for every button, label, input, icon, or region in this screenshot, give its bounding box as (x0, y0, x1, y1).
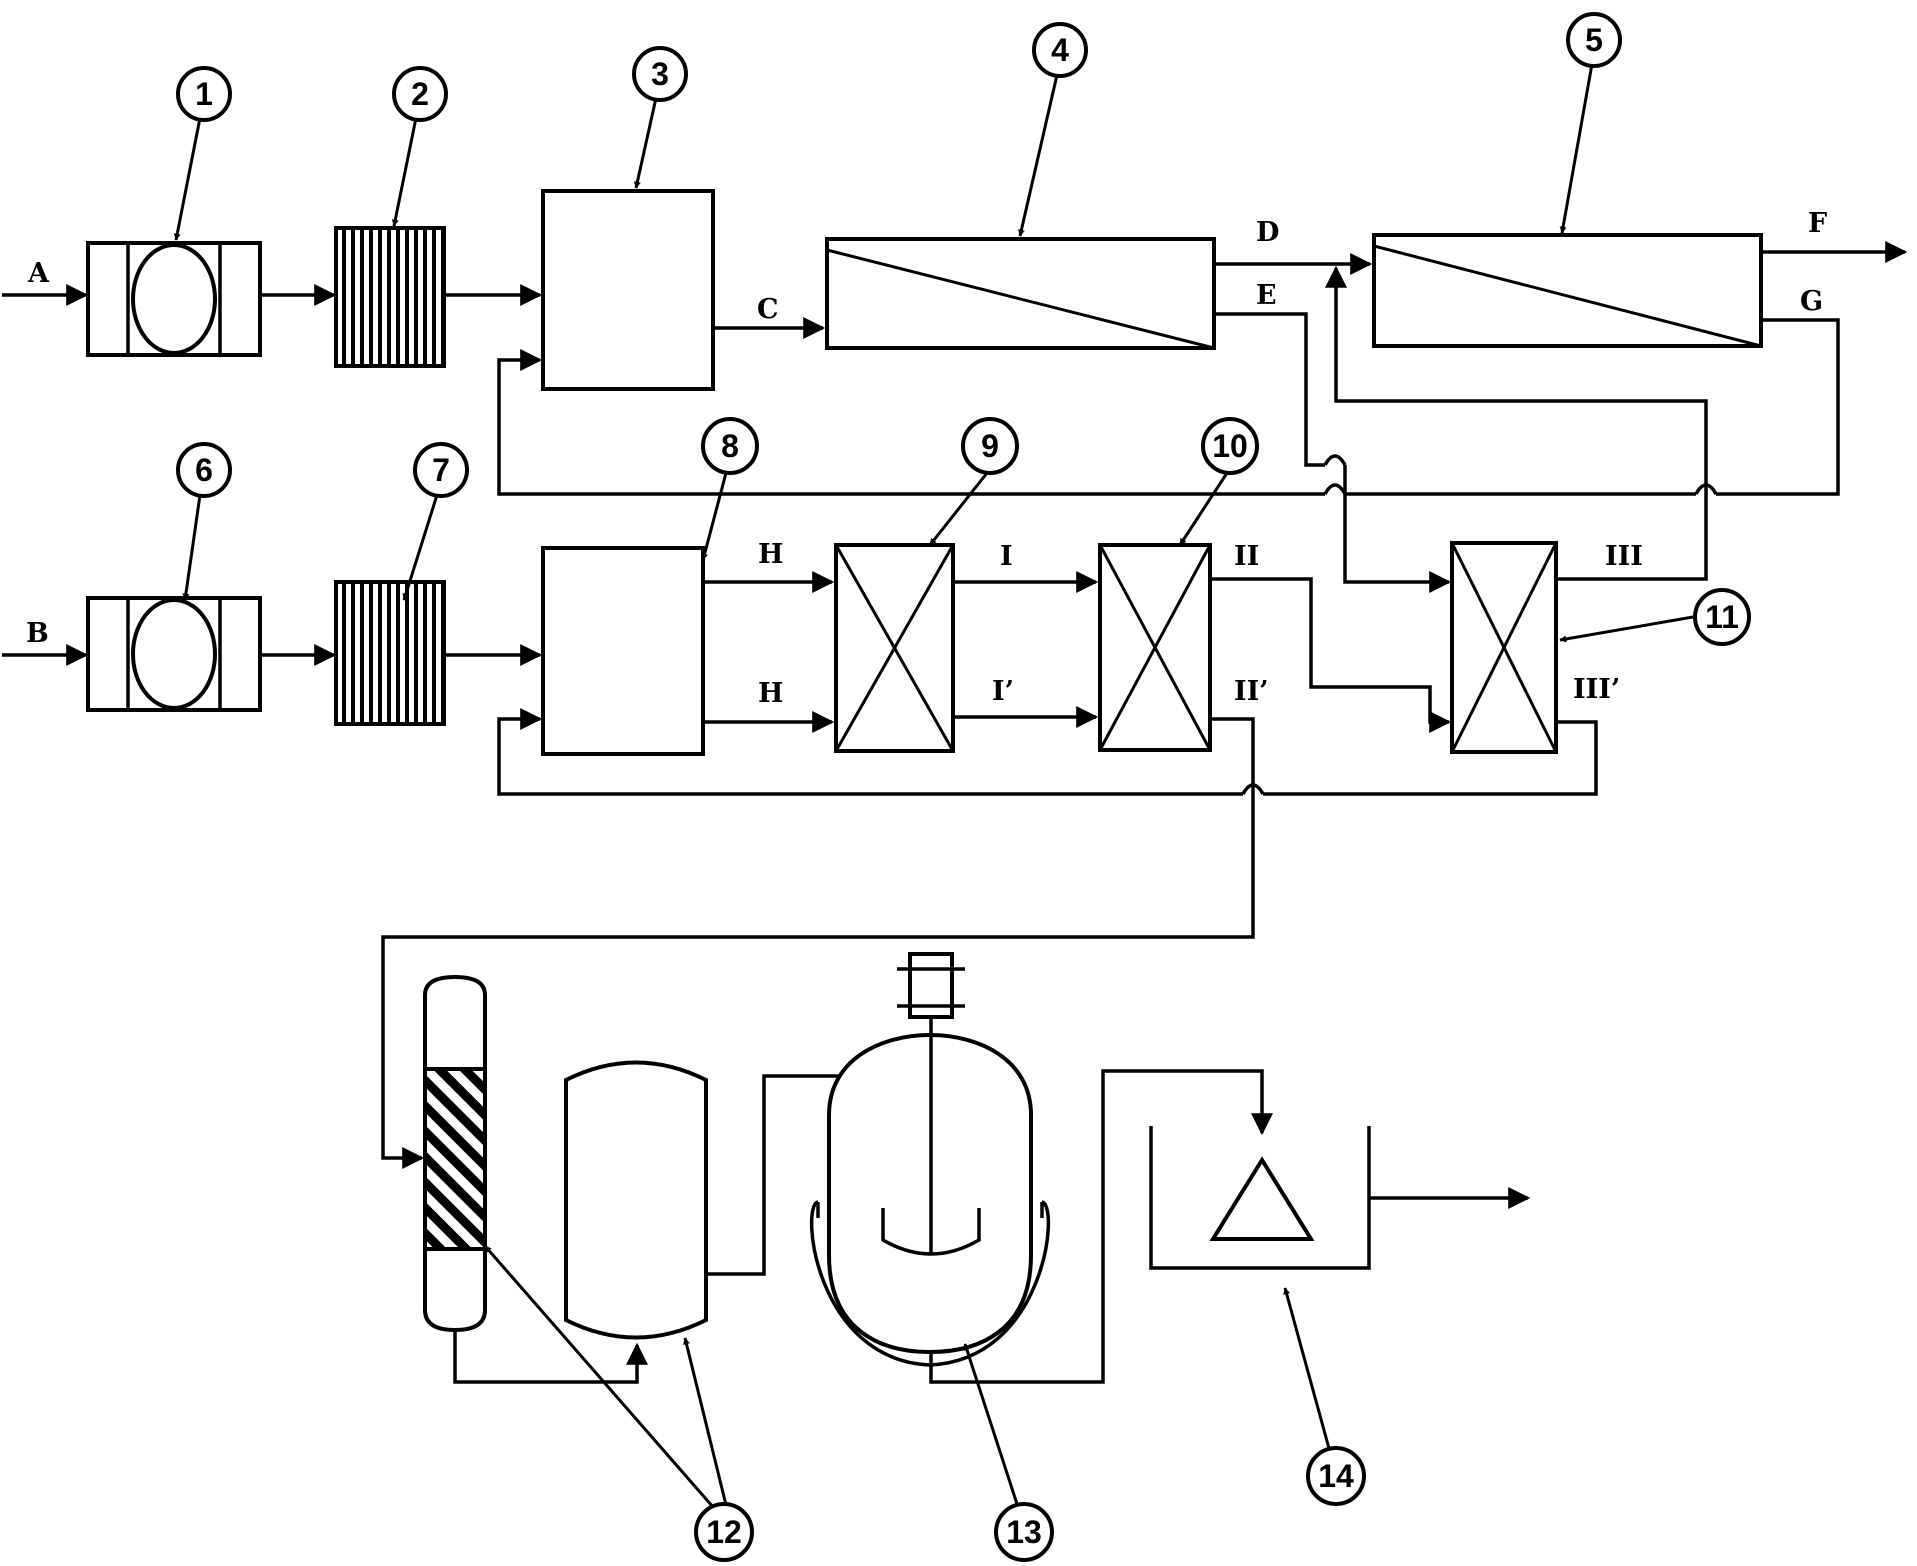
stream-g-line-a (1716, 318, 1840, 496)
svg-text:9: 9 (981, 428, 999, 464)
callout-8: 8 (701, 417, 759, 475)
unit-10-exchanger (1098, 543, 1212, 752)
stream-c-label: C (757, 294, 779, 325)
unit-13-reactor (809, 952, 1051, 1367)
callout-5: 5 (1566, 12, 1622, 68)
callout-11: 11 (1693, 588, 1751, 646)
unit-7-filter (334, 580, 446, 726)
svg-text:7: 7 (432, 452, 450, 488)
stream-b-label: B (26, 618, 49, 649)
svg-text:5: 5 (1585, 22, 1603, 58)
stream-ii-prime-label: II’ (1234, 676, 1269, 707)
stream-i-label: I (1000, 541, 1013, 572)
unit-14-separator (1149, 1126, 1371, 1270)
svg-text:13: 13 (1006, 1514, 1042, 1550)
stream-e-label: E (1256, 280, 1277, 311)
callout-4: 4 (1032, 22, 1088, 78)
stream-iii-prime-label: III’ (1573, 674, 1620, 705)
unit-2-filter (334, 226, 446, 368)
svg-text:2: 2 (411, 76, 429, 112)
svg-text:11: 11 (1705, 599, 1739, 635)
unit-3-tank (541, 189, 715, 391)
stream-e-line-b (1343, 465, 1452, 593)
unit-4-membrane (825, 237, 1216, 350)
svg-text:10: 10 (1212, 428, 1248, 464)
stream-iii-prime-line-a (1263, 720, 1598, 796)
svg-text:8: 8 (721, 428, 739, 464)
callout-14: 14 (1306, 1446, 1366, 1506)
svg-text:6: 6 (195, 452, 213, 488)
svg-text:1: 1 (195, 76, 213, 112)
unit-1-pump (86, 241, 262, 357)
svg-text:3: 3 (651, 56, 669, 92)
unit-12-column (423, 974, 487, 1333)
stream-g-line-c (497, 349, 1325, 496)
callout-9: 9 (961, 417, 1019, 475)
stream-e-line-a (1214, 312, 1325, 467)
callout-12: 12 (694, 1502, 754, 1562)
unit-12-vessel (564, 1060, 708, 1340)
svg-text:12: 12 (706, 1514, 742, 1550)
svg-text:14: 14 (1318, 1458, 1354, 1494)
stream-f-label: F (1808, 208, 1827, 239)
pipe-column-tank (453, 1330, 648, 1384)
callout-1: 1 (176, 66, 232, 122)
unit-8-tank (541, 546, 705, 756)
pipe-reactor-14 (929, 1069, 1273, 1384)
stream-a-label: A (27, 258, 50, 289)
stream-h-bottom-label: H (758, 678, 784, 709)
stream-iii-line (1325, 265, 1708, 581)
stream-iii-prime-line-b (497, 708, 1243, 796)
stream-g-crossover-2 (1323, 483, 1347, 495)
unit-6-pump (86, 596, 262, 712)
unit-9-exchanger (834, 543, 955, 753)
stream-ii-line (1210, 577, 1452, 733)
unit-11-exchanger (1450, 541, 1558, 754)
unit-5-membrane (1372, 233, 1763, 348)
stream-ii-prime-line (381, 717, 1255, 1169)
stream-iii-label: III (1605, 541, 1643, 572)
callout-7: 7 (413, 442, 469, 498)
stream-g-label: G (1800, 286, 1823, 317)
callout-6: 6 (176, 442, 232, 498)
stream-i-prime-label: I’ (992, 676, 1014, 707)
callout-10: 10 (1201, 417, 1259, 475)
stream-d-label: D (1256, 217, 1279, 248)
callout-3: 3 (632, 46, 688, 102)
callout-leaders (173, 63, 1694, 1516)
stream-h-top-label: H (758, 539, 784, 570)
callout-13: 13 (994, 1502, 1054, 1562)
stream-e-crossover (1323, 454, 1347, 466)
stream-ii-label: II (1234, 541, 1259, 572)
svg-text:4: 4 (1051, 32, 1069, 68)
callout-2: 2 (392, 66, 448, 122)
pipe-vessel-reactor (706, 1065, 875, 1276)
